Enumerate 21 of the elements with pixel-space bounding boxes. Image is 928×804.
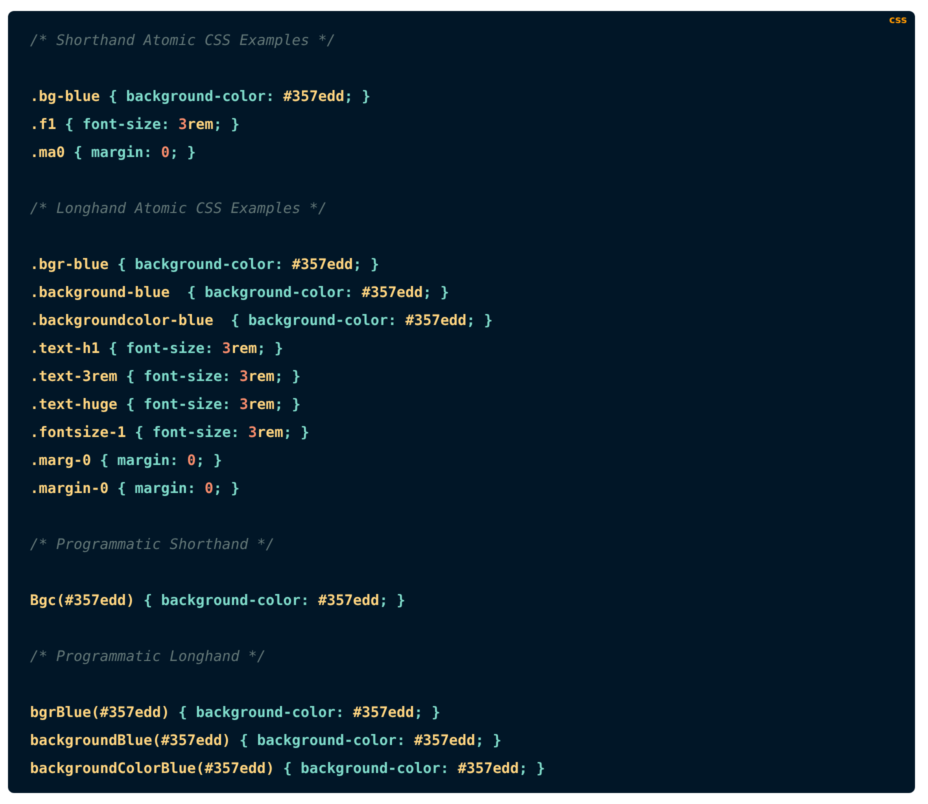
code-line: .text-h1 { font-size: 3rem; }	[30, 340, 284, 359]
code-line: .marg-0 { margin: 0; }	[30, 452, 222, 471]
code-comment: /* Longhand Atomic CSS Examples */	[30, 200, 327, 219]
code-line: .margin-0 { margin: 0; }	[30, 480, 240, 499]
code-line: .fontsize-1 { font-size: 3rem; }	[30, 424, 310, 443]
code-line: backgroundBlue(#357edd) { background-color: #357edd; }	[30, 732, 502, 751]
code-line: .bgr-blue { background-color: #357edd; }	[30, 256, 380, 275]
code-line: bgrBlue(#357edd) { background-color: #357edd; }	[30, 704, 440, 723]
code-line: .backgroundcolor-blue { background-color: #357edd; }	[30, 312, 493, 331]
code-line: .text-3rem { font-size: 3rem; }	[30, 368, 301, 387]
code-line: Bgc(#357edd) { background-color: #357edd; }	[30, 592, 406, 611]
code-comment: /* Programmatic Longhand */	[30, 648, 266, 667]
code-line: .background-blue { background-color: #357edd; }	[30, 284, 450, 303]
code-comment: /* Programmatic Shorthand */	[30, 536, 274, 555]
language-tag: css	[889, 15, 907, 26]
code-line: backgroundColorBlue(#357edd) { background-color: #357edd; }	[30, 760, 546, 779]
code-line: .text-huge { font-size: 3rem; }	[30, 396, 301, 415]
code-line: .ma0 { margin: 0; }	[30, 144, 196, 163]
code-line: .bg-blue { background-color: #357edd; }	[30, 88, 370, 107]
code-line: .f1 { font-size: 3rem; }	[30, 116, 240, 135]
code-comment: /* Shorthand Atomic CSS Examples */	[30, 32, 336, 51]
